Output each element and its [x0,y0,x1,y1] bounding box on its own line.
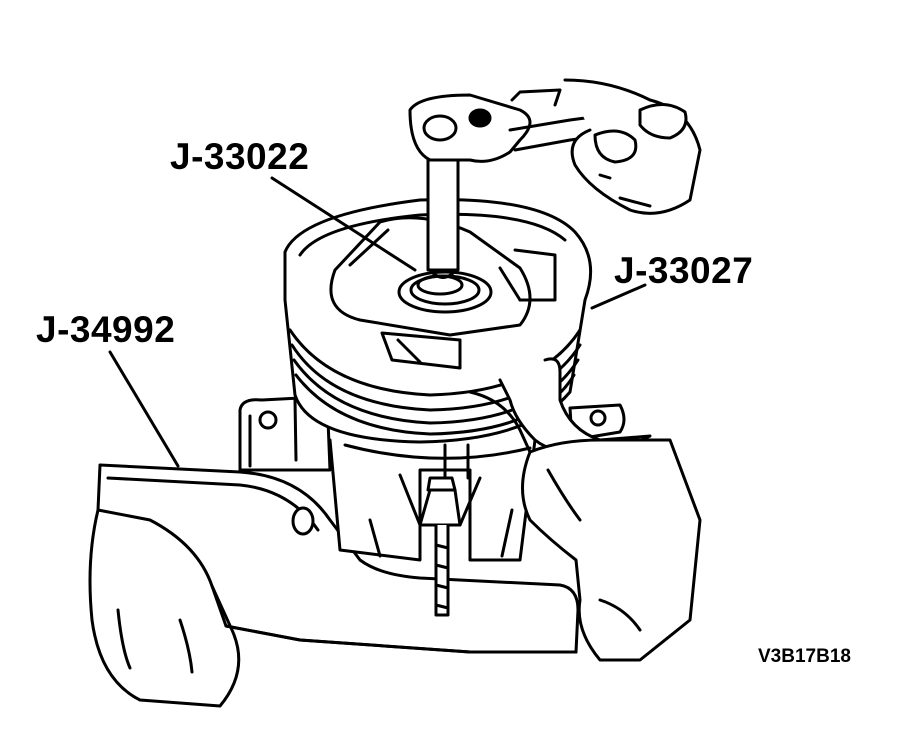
center-bolt [400,445,480,615]
label-j33027: J-33027 [614,250,754,291]
leader-lines [110,178,645,466]
leader-j33022 [272,178,415,270]
label-j34992: J-34992 [36,309,176,350]
figure-code: V3B17B18 [758,646,851,667]
ratchet-wrench [410,90,665,278]
upper-hand [565,80,700,213]
leader-j34992 [110,352,178,466]
label-j33022: J-33022 [170,136,310,177]
leader-j33027 [592,285,645,308]
compressor-body [240,397,624,560]
right-hand [523,440,701,660]
holding-fixture [98,465,578,652]
left-hand [90,510,239,706]
